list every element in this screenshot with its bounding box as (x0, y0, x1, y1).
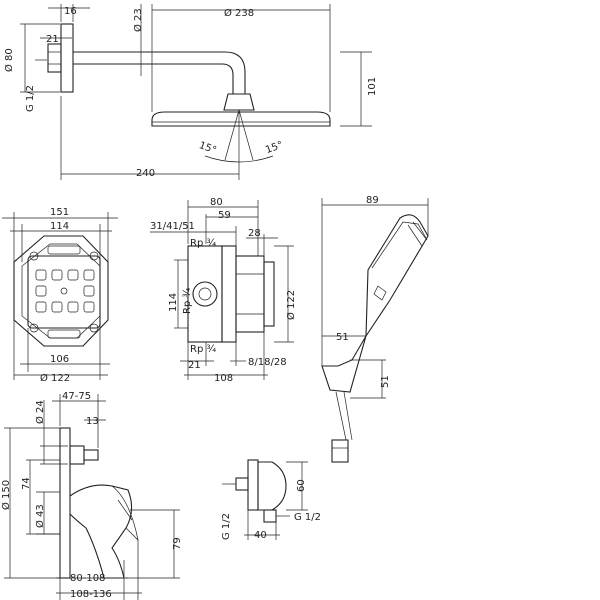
dim-122-front-label: Ø 122 (40, 372, 70, 384)
dim-79-label: 79 (172, 537, 183, 550)
dim-21-label: 21 (46, 34, 59, 45)
dim-16-label: 16 (64, 6, 77, 17)
dim-21-side-label: 21 (188, 360, 201, 371)
dim-47-label: 47-75 (62, 391, 91, 402)
mixer-lever (69, 484, 133, 579)
hose-connector (331, 439, 349, 463)
mixer-assembly: Ø 24 47-75 13 Ø 150 74 Ø 43 79 80-108 (0, 391, 183, 600)
outlet-body (257, 461, 287, 511)
dim-240-label: 240 (136, 168, 155, 179)
shower-head-plate (151, 111, 331, 127)
dim-150-label: Ø 150 (0, 480, 12, 510)
outlet-thread-right-label: G 1/2 (294, 512, 321, 523)
rp-bottom-label: Rp ¾ (190, 344, 216, 355)
dim-40-label: 40 (254, 530, 267, 541)
hand-shower-handle (321, 335, 367, 393)
dim-106-label: 106 (50, 354, 69, 365)
box-holes (29, 245, 99, 339)
dim-43-label: Ø 43 (34, 504, 46, 528)
dim-80-108-label: 80-108 (70, 573, 105, 584)
dim-51-label: 51 (336, 332, 349, 343)
shower-head-assembly: 15° 15° 16 21 Ø 80 G 1/2 Ø 23 Ø 238 101 (3, 4, 378, 180)
dim-59-label: 59 (218, 210, 231, 221)
dim-23-label: Ø 23 (132, 8, 144, 32)
dim-13-label: 13 (86, 416, 99, 427)
dim-108-label: 108 (214, 373, 233, 384)
box-inner-frame (27, 255, 101, 329)
dim-238-label: Ø 238 (224, 7, 254, 19)
dim-74-label: 74 (21, 477, 32, 490)
ball-joint (223, 93, 255, 111)
dim-122-side-label: Ø 122 (285, 290, 297, 320)
hand-shower-assembly: 89 51 51 (321, 195, 429, 463)
rp-left-label: Rp ¾ (182, 288, 193, 314)
dim-8-label: 8/18/28 (248, 357, 287, 368)
outlet-assembly: 60 G 1/2 G 1/2 40 (221, 459, 321, 541)
box-side-view: 114 Rp ¾ Rp ¾ Rp ¾ 80 59 31/41/51 28 Ø 1… (150, 197, 297, 384)
thread-label: G 1/2 (25, 85, 36, 112)
thread-connector (47, 43, 62, 73)
dim-51b-label: 51 (380, 375, 391, 388)
hand-shower-head (365, 214, 429, 338)
dim-60-label: 60 (296, 479, 307, 492)
dim-101-label: 101 (367, 77, 378, 96)
dim-31-label: 31/41/51 (150, 221, 195, 232)
shower-arm (73, 51, 246, 94)
dim-114-side-label: 114 (168, 293, 179, 312)
angle-right-label: 15° (264, 140, 284, 156)
dim-108-136-label: 108-136 (70, 589, 112, 600)
wall-flange (60, 23, 74, 93)
box-front-view: 151 114 106 Ø 122 (2, 207, 118, 384)
outlet-plate (247, 459, 259, 511)
dim-151-label: 151 (50, 207, 69, 218)
dim-80-label: Ø 80 (3, 48, 15, 72)
outlet-thread-left-label: G 1/2 (221, 513, 232, 540)
dim-28-label: 28 (248, 228, 261, 239)
dim-80-side-label: 80 (210, 197, 223, 208)
rp-top-label: Rp ¾ (190, 238, 216, 249)
dim-89-label: 89 (366, 195, 379, 206)
dim-24-label: Ø 24 (34, 400, 46, 424)
mixer-plate (59, 427, 71, 579)
box-side-port (192, 281, 218, 307)
dim-114-label: 114 (50, 221, 69, 232)
angle-left-label: 15° (197, 140, 217, 156)
box-octagon (13, 235, 109, 347)
